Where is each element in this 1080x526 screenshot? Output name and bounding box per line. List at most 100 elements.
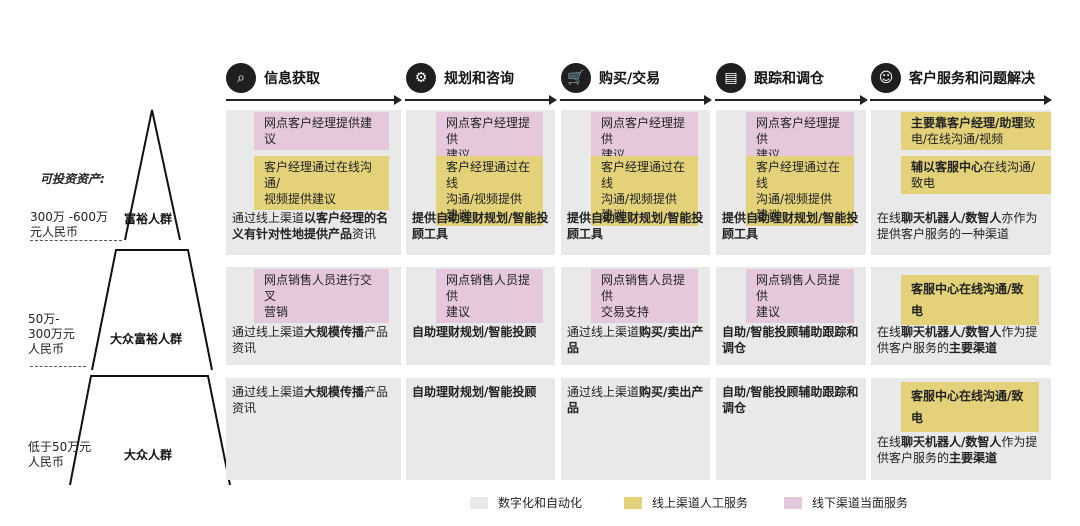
text-run: 自助理财规划/智能投顾	[412, 385, 537, 399]
online-service-box: 客户经理通过在线 沟通/视频提供建议	[591, 156, 698, 226]
pyramid-tier-1-outline	[124, 109, 181, 241]
digital-service-text: 通过线上渠道大规模传播产品资讯	[232, 384, 395, 416]
pyramid-tier-2-outline	[91, 249, 213, 371]
text-run: 辅以客服中心	[911, 160, 984, 174]
offline-service-box: 网点客户经理提供建议	[254, 112, 389, 150]
text-run: 主要靠客户经理/助理	[911, 116, 1024, 130]
stage-label: 信息获取	[264, 71, 320, 87]
digital-service-text: 通过线上渠道大规模传播产品资讯	[232, 324, 395, 356]
legend-label: 线下渠道当面服务	[812, 496, 909, 510]
text-run: 通过线上渠道	[567, 325, 640, 339]
asset-label: 可投资资产:	[40, 172, 105, 186]
digital-service-text: 在线聊天机器人/数智人作为提供客户服务的主要渠道	[877, 324, 1045, 356]
text-run: 自助理财规划/智能投顾	[412, 325, 537, 339]
online-service-box: 客户经理通过在线 沟通/视频提供建议	[746, 156, 854, 226]
stage-label: 购买/交易	[599, 71, 661, 87]
shopping-cart-icon: 🛒	[561, 63, 591, 93]
text-run: 作为提供客户服务的	[877, 435, 1038, 465]
stage-label: 客户服务和问题解决	[909, 71, 1035, 87]
magnifier-icon: ⌕	[226, 63, 256, 93]
digital-service-text: 自助/智能投顾辅助跟踪和调仓	[722, 384, 860, 416]
stage-arrow	[226, 95, 402, 105]
cell-r3-c2	[406, 378, 555, 480]
stage-arrow	[870, 95, 1052, 105]
text-run: 大规模传播	[304, 385, 365, 399]
text-run: 主要渠道	[949, 451, 998, 465]
text-run: 在线	[877, 211, 902, 225]
text-run: 在线	[877, 435, 902, 449]
text-run: 聊天机器人/数智人	[901, 325, 1002, 339]
online-service-box: 客户经理通过在线沟通/ 视频提供建议	[254, 156, 389, 210]
online-service-box: 客户经理通过在线 沟通/视频提供建议	[436, 156, 543, 226]
offline-service-box: 网点销售人员提供 建议	[746, 269, 854, 323]
stage-header-1: ⌕ 信息获取	[226, 60, 320, 96]
legend-swatch	[470, 496, 488, 509]
tier-divider	[30, 240, 122, 241]
monitor-chart-icon: ▤	[716, 63, 746, 93]
stage-arrow	[560, 95, 712, 105]
digital-service-text: 通过线上渠道购买/卖出产品	[567, 324, 704, 356]
digital-service-text: 在线聊天机器人/数智人亦作为提供客户服务的一种渠道	[877, 210, 1045, 242]
text-run: 购买/卖出产品	[567, 385, 704, 415]
tier-name: 大众人群	[124, 448, 173, 462]
tier-asset-range: 低于50万元 人民币	[28, 440, 92, 469]
text-run: 购买/卖出产品	[567, 325, 704, 355]
online-service-box: 客服中心在线沟通/致电	[901, 275, 1039, 325]
text-run: 自助/智能投顾辅助跟踪和调仓	[722, 325, 859, 355]
stage-label: 规划和咨询	[444, 71, 514, 87]
digital-service-text: 自助/智能投顾辅助跟踪和调仓	[722, 324, 860, 356]
tier-name: 富裕人群	[124, 212, 173, 226]
pyramid-tier-3-outline	[69, 375, 231, 486]
tier-name: 大众富裕人群	[110, 332, 183, 346]
text-run: 通过线上渠道	[232, 211, 305, 225]
text-run: 通过线上渠道	[232, 385, 305, 399]
text-run: 产品资讯	[232, 385, 389, 415]
legend-label: 数字化和自动化	[498, 496, 583, 510]
text-run: 提供自助理财规划/智能投顾工具	[567, 211, 704, 241]
stage-header-4: ▤ 跟踪和调仓	[716, 60, 824, 96]
legend-item: 线上渠道人工服务	[624, 494, 748, 511]
pyramid-diagram	[69, 109, 231, 486]
offline-service-box: 网点销售人员进行交叉 营销	[254, 269, 389, 323]
legend-swatch	[784, 496, 802, 509]
digital-service-text: 通过线上渠道以客户经理的名义有针对性地提供产品资讯	[232, 210, 395, 242]
cell-r3-c3	[561, 378, 710, 480]
text-run: 以客户经理的名义有针对性地提供产品	[232, 211, 389, 241]
online-service-box: 主要靠客户经理/助理致电/在线沟通/视频	[901, 112, 1051, 150]
text-run: 产品资讯	[232, 325, 389, 355]
cell-r3-c1	[226, 378, 401, 480]
legend-item: 线下渠道当面服务	[784, 494, 908, 511]
legend-item: 数字化和自动化	[470, 494, 582, 511]
customer-service-icon: ☺	[871, 63, 901, 93]
digital-service-text: 提供自助理财规划/智能投顾工具	[567, 210, 704, 242]
text-run: 聊天机器人/数智人	[901, 435, 1002, 449]
digital-service-text: 提供自助理财规划/智能投顾工具	[412, 210, 549, 242]
offline-service-box: 网点销售人员提供 交易支持	[591, 269, 698, 323]
text-run: 通过线上渠道	[232, 325, 305, 339]
text-run: 通过线上渠道	[567, 385, 640, 399]
text-run: 主要渠道	[949, 341, 998, 355]
tier-divider	[30, 366, 86, 367]
offline-service-box: 网点销售人员提供 建议	[436, 269, 543, 323]
stage-arrow	[715, 95, 868, 105]
stage-header-5: ☺ 客户服务和问题解决	[871, 60, 1035, 96]
text-run: 亦作为提供客户服务的一种渠道	[877, 211, 1038, 241]
text-run: 聊天机器人/数智人	[901, 211, 1002, 225]
cell-r3-c4	[716, 378, 866, 480]
digital-service-text: 在线聊天机器人/数智人作为提供客户服务的主要渠道	[877, 434, 1045, 466]
text-run: 在线	[877, 325, 902, 339]
text-run: 大规模传播	[304, 325, 365, 339]
digital-service-text: 自助理财规划/智能投顾	[412, 324, 549, 340]
digital-service-text: 通过线上渠道购买/卖出产品	[567, 384, 704, 416]
stage-label: 跟踪和调仓	[754, 71, 824, 87]
text-run: 提供自助理财规划/智能投顾工具	[412, 211, 549, 241]
legend-swatch	[624, 496, 642, 509]
text-run: 作为提供客户服务的	[877, 325, 1038, 355]
text-run: 提供自助理财规划/智能投顾工具	[722, 211, 859, 241]
text-run: 自助/智能投顾辅助跟踪和调仓	[722, 385, 859, 415]
stage-header-2: ⚙ 规划和咨询	[406, 60, 514, 96]
online-service-box: 辅以客服中心在线沟通/致电	[901, 156, 1051, 194]
text-run: 资讯	[352, 227, 377, 241]
tier-asset-range: 300万 -600万 元人民币	[30, 210, 108, 239]
planning-gears-icon: ⚙	[406, 63, 436, 93]
